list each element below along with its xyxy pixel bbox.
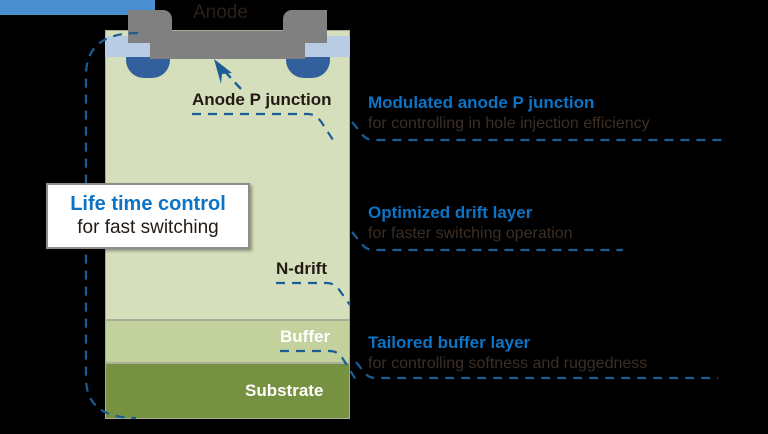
anode-metal-bar <box>150 38 305 59</box>
callout-2-title: Optimized drift layer <box>368 203 533 222</box>
callout-tailored-buffer-layer: Tailored buffer layer for controlling so… <box>368 332 647 375</box>
callout-1-title: Modulated anode P junction <box>368 93 595 112</box>
anode-p-junction-label: Anode P junction <box>192 90 332 109</box>
callout-3-title: Tailored buffer layer <box>368 333 531 352</box>
callout-2-subtitle: for faster switching operation <box>368 225 573 242</box>
life-time-control-title: Life time control <box>70 193 226 215</box>
life-time-control-subtitle: for fast switching <box>77 217 219 238</box>
anode-p-junction-region <box>0 0 155 15</box>
callout-modulated-anode-p-junction: Modulated anode P junction for controlli… <box>368 92 650 135</box>
life-time-control-box: Life time control for fast switching <box>46 183 250 249</box>
anode-metal-pad-right <box>283 10 327 43</box>
anode-title: Anode <box>193 2 248 23</box>
anode-metal-pad-left <box>128 10 172 43</box>
callout-optimized-drift-layer: Optimized drift layer for faster switchi… <box>368 202 573 245</box>
callout-1-subtitle: for controlling in hole injection effici… <box>368 115 650 132</box>
substrate-label: Substrate <box>245 381 324 400</box>
anode-metal-span <box>150 31 305 43</box>
buffer-label: Buffer <box>280 327 331 346</box>
n-drift-label: N-drift <box>276 259 327 278</box>
callout-3-subtitle: for controlling softness and ruggedness <box>368 355 648 372</box>
